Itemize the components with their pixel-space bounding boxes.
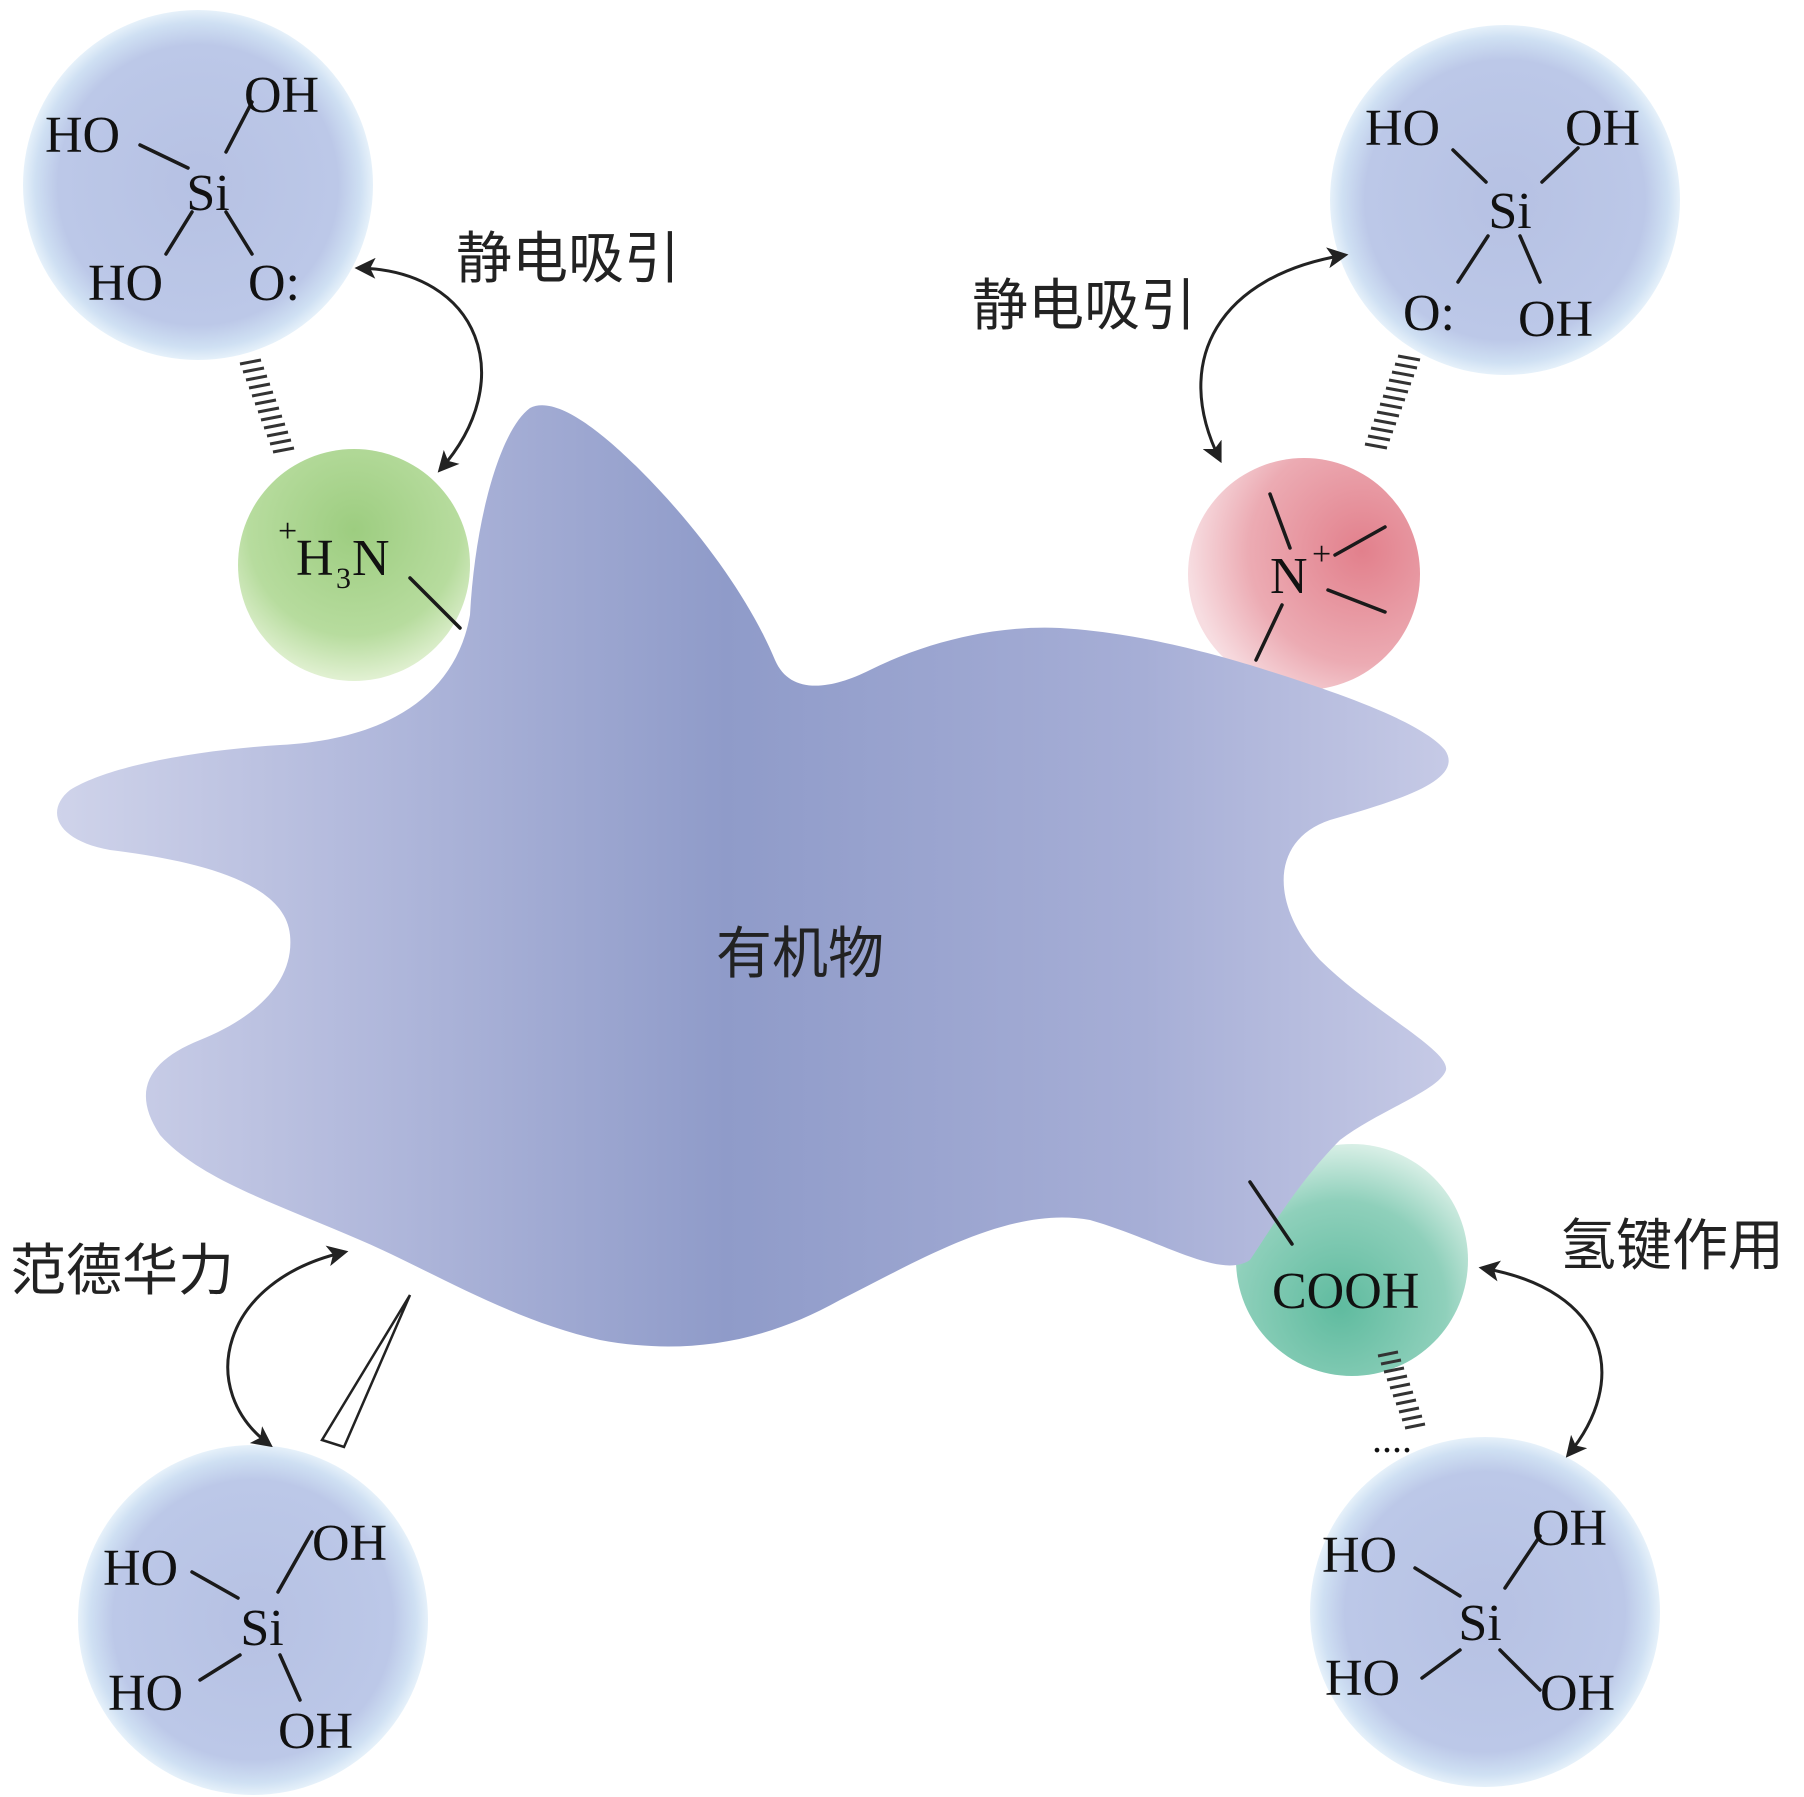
arrow-electrostatic-right bbox=[1199, 247, 1349, 464]
hatched-bond-top-right bbox=[1364, 354, 1421, 450]
label-electrostatic-right: 静电吸引 bbox=[972, 274, 1196, 339]
silica-sphere-bottom-right bbox=[1310, 1437, 1660, 1787]
o-lone-pair: O: bbox=[248, 255, 300, 312]
quat-n: N bbox=[1270, 548, 1308, 605]
silanol-top-right: Si HO OH O: OH bbox=[1365, 100, 1640, 348]
carboxyl-label: COOH bbox=[1272, 1263, 1419, 1320]
amine-n: N bbox=[352, 530, 390, 587]
quat-ammonium-group-circle bbox=[1188, 458, 1420, 690]
arrow-electrostatic-left bbox=[354, 257, 483, 473]
quat-ammonium-group: N + bbox=[1254, 492, 1387, 662]
amine-charge: + bbox=[278, 513, 297, 550]
quat-charge: + bbox=[1312, 536, 1331, 573]
oh-group: OH bbox=[278, 1703, 353, 1760]
ho-group: HO bbox=[45, 107, 120, 164]
amine-subscript: 3 bbox=[336, 562, 351, 595]
van-der-waals-wedge bbox=[320, 1294, 412, 1449]
oh-group: OH bbox=[1518, 291, 1593, 348]
arrow-hydrogen-bond bbox=[1478, 1260, 1604, 1458]
silanol-top-left: Si HO OH HO O: bbox=[45, 67, 319, 312]
organic-body bbox=[57, 405, 1449, 1347]
o-lone-pair: O: bbox=[1403, 285, 1455, 342]
ho-group: HO bbox=[1325, 1650, 1400, 1707]
carboxyl-group: COOH bbox=[1248, 1180, 1419, 1320]
oh-group: OH bbox=[244, 67, 319, 124]
silica-sphere-top-left bbox=[23, 10, 373, 360]
ho-group: HO bbox=[88, 255, 163, 312]
si-atom: Si bbox=[1458, 1595, 1501, 1652]
silica-sphere-top-right bbox=[1330, 25, 1680, 375]
silanol-bottom-left: Si HO OH HO OH bbox=[103, 1515, 387, 1760]
oh-group: OH bbox=[1565, 100, 1640, 157]
oh-group: OH bbox=[1532, 1500, 1607, 1557]
silanol-bottom-right: Si HO OH HO OH bbox=[1322, 1500, 1615, 1722]
si-atom: Si bbox=[1488, 183, 1531, 240]
oh-group: OH bbox=[312, 1515, 387, 1572]
label-electrostatic-left: 静电吸引 bbox=[456, 227, 680, 292]
label-hydrogen-bond: 氢键作用 bbox=[1560, 1214, 1784, 1279]
carboxyl-group-circle bbox=[1236, 1144, 1468, 1376]
amine-group-circle bbox=[238, 449, 470, 681]
arrow-van-der-waals bbox=[226, 1245, 349, 1448]
amine-h: H bbox=[296, 530, 334, 587]
oh-group: OH bbox=[1540, 1665, 1615, 1722]
hatched-bond-bottom-right bbox=[1377, 1350, 1426, 1430]
organic-label: 有机物 bbox=[716, 922, 884, 987]
silica-sphere-bottom-left bbox=[78, 1445, 428, 1795]
ho-group: HO bbox=[1365, 100, 1440, 157]
ho-group: HO bbox=[1322, 1527, 1397, 1584]
si-atom: Si bbox=[240, 1600, 283, 1657]
amine-group: + H 3 N bbox=[278, 513, 462, 630]
hatched-bond-top-left bbox=[239, 358, 295, 454]
si-atom: Si bbox=[186, 165, 229, 222]
label-van-der-waals: 范德华力 bbox=[10, 1239, 234, 1304]
ho-group: HO bbox=[103, 1540, 178, 1597]
hbond-dots: .... bbox=[1372, 1416, 1412, 1461]
ho-group: HO bbox=[108, 1665, 183, 1722]
